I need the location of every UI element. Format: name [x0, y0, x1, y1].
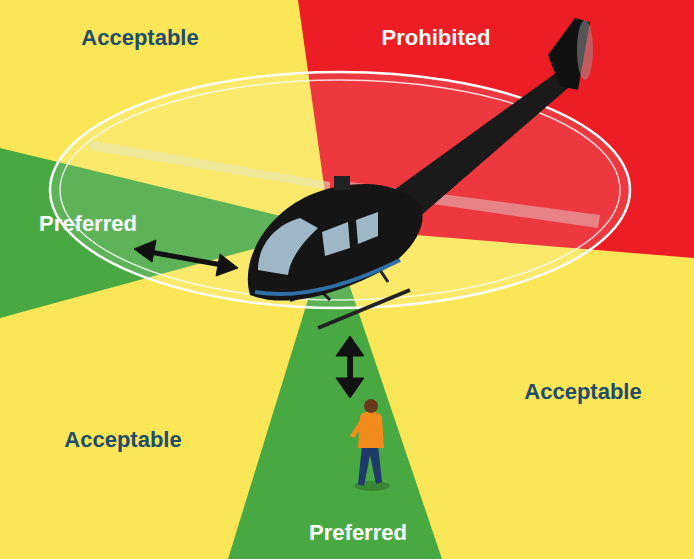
prohibited-zone: Prohibited	[378, 23, 495, 53]
rotor-blade	[90, 140, 330, 190]
acceptable-zone: Acceptable	[60, 425, 185, 455]
rotor-hub	[334, 176, 350, 190]
approach-arrow	[336, 336, 364, 398]
zone-label: Acceptable	[64, 427, 181, 453]
window	[322, 222, 350, 256]
zone-label: Acceptable	[524, 379, 641, 405]
preferred-zone: Preferred	[305, 518, 411, 548]
approach-arrow	[134, 240, 238, 276]
acceptable-zone: Acceptable	[77, 23, 202, 53]
fuselage	[248, 184, 423, 301]
windshield	[258, 218, 318, 275]
person	[350, 399, 390, 491]
window	[356, 212, 378, 244]
preferred-zone: Preferred	[35, 209, 141, 239]
zone-label: Prohibited	[382, 25, 491, 51]
skid	[318, 290, 410, 328]
zone-label: Acceptable	[81, 25, 198, 51]
acceptable-zone: Acceptable	[520, 377, 645, 407]
zone-label: Preferred	[309, 520, 407, 546]
tail-rotor	[577, 20, 593, 80]
zone-label: Preferred	[39, 211, 137, 237]
